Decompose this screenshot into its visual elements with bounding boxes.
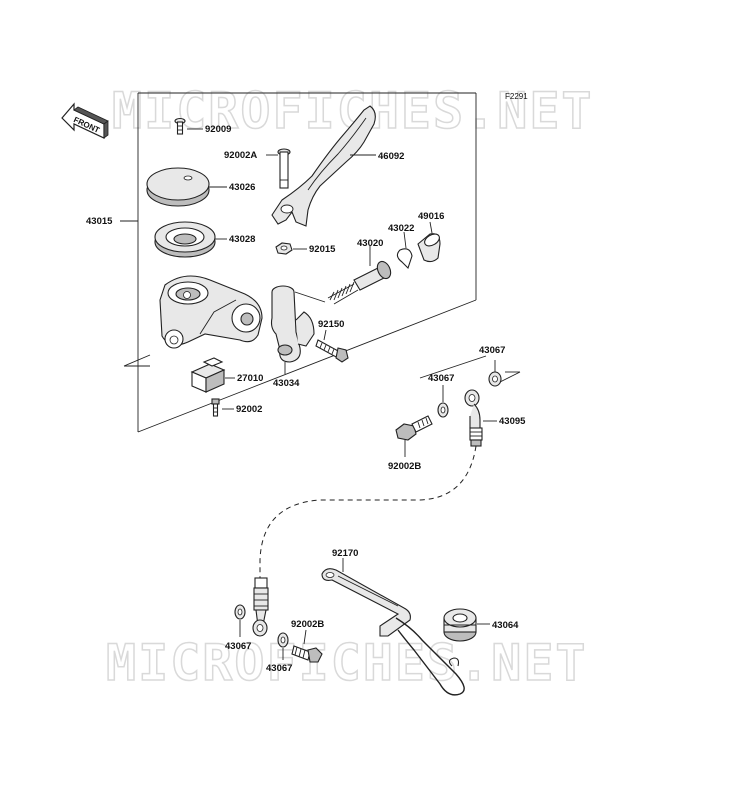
label-27010: 27010 [237, 373, 263, 384]
label-92015: 92015 [309, 244, 336, 255]
label-43028: 43028 [229, 234, 255, 245]
part-43067-top[interactable] [488, 360, 521, 387]
label-49016: 49016 [418, 211, 444, 222]
part-43020[interactable] [327, 246, 393, 305]
part-92170[interactable] [321, 558, 411, 637]
part-lower-hose-fitting[interactable] [252, 577, 269, 637]
part-hose-clamp[interactable] [395, 617, 465, 696]
part-43022[interactable] [396, 231, 413, 270]
part-43028[interactable] [154, 221, 227, 258]
part-43067-bl[interactable] [234, 604, 246, 637]
part-46092[interactable] [271, 105, 376, 227]
part-43067-mid[interactable] [437, 385, 449, 418]
part-49016[interactable] [417, 221, 441, 263]
watermark-bottom: MICROFICHES.NET [106, 634, 588, 692]
label-43095: 43095 [499, 416, 526, 427]
part-92002B-top[interactable] [395, 415, 433, 457]
label-43067-mid: 43067 [428, 373, 454, 384]
diagram-code: F2291 [505, 92, 528, 101]
part-92002[interactable] [211, 398, 234, 417]
label-92002A: 92002A [224, 150, 257, 161]
part-43095[interactable] [464, 389, 497, 447]
leader-43020 [294, 291, 326, 303]
label-92009: 92009 [205, 124, 231, 135]
part-hose-clamp-end [448, 657, 460, 667]
part-43034[interactable] [270, 285, 315, 374]
brake-hose [259, 445, 477, 578]
label-92002B-bottom: 92002B [291, 619, 324, 630]
label-43020: 43020 [357, 238, 383, 249]
label-92002B-top: 92002B [388, 461, 421, 472]
part-92002B-bottom[interactable] [291, 629, 323, 663]
label-92170: 92170 [332, 548, 358, 559]
label-43064: 43064 [492, 620, 519, 631]
label-43015: 43015 [86, 216, 113, 227]
part-92009[interactable] [174, 117, 203, 135]
part-43064[interactable] [443, 608, 490, 642]
label-43022: 43022 [388, 223, 414, 234]
assembly-frame [120, 92, 477, 433]
label-46092: 46092 [378, 151, 404, 162]
master-cylinder-body[interactable] [159, 275, 263, 349]
label-92150: 92150 [318, 319, 344, 330]
part-92002A[interactable] [266, 148, 291, 189]
part-43067-bm[interactable] [277, 632, 289, 660]
label-92002: 92002 [236, 404, 262, 415]
label-43067-top: 43067 [479, 345, 505, 356]
part-43026[interactable] [146, 167, 227, 207]
label-43026: 43026 [229, 182, 255, 193]
part-27010[interactable] [190, 357, 235, 393]
label-43034: 43034 [273, 378, 300, 389]
front-arrow-icon: FRONT [61, 102, 109, 139]
label-43067-bl: 43067 [225, 641, 251, 652]
part-92015[interactable] [275, 242, 307, 255]
label-43067-bm: 43067 [266, 663, 292, 674]
frame-line-hose [419, 355, 487, 379]
part-92150[interactable] [315, 329, 349, 363]
